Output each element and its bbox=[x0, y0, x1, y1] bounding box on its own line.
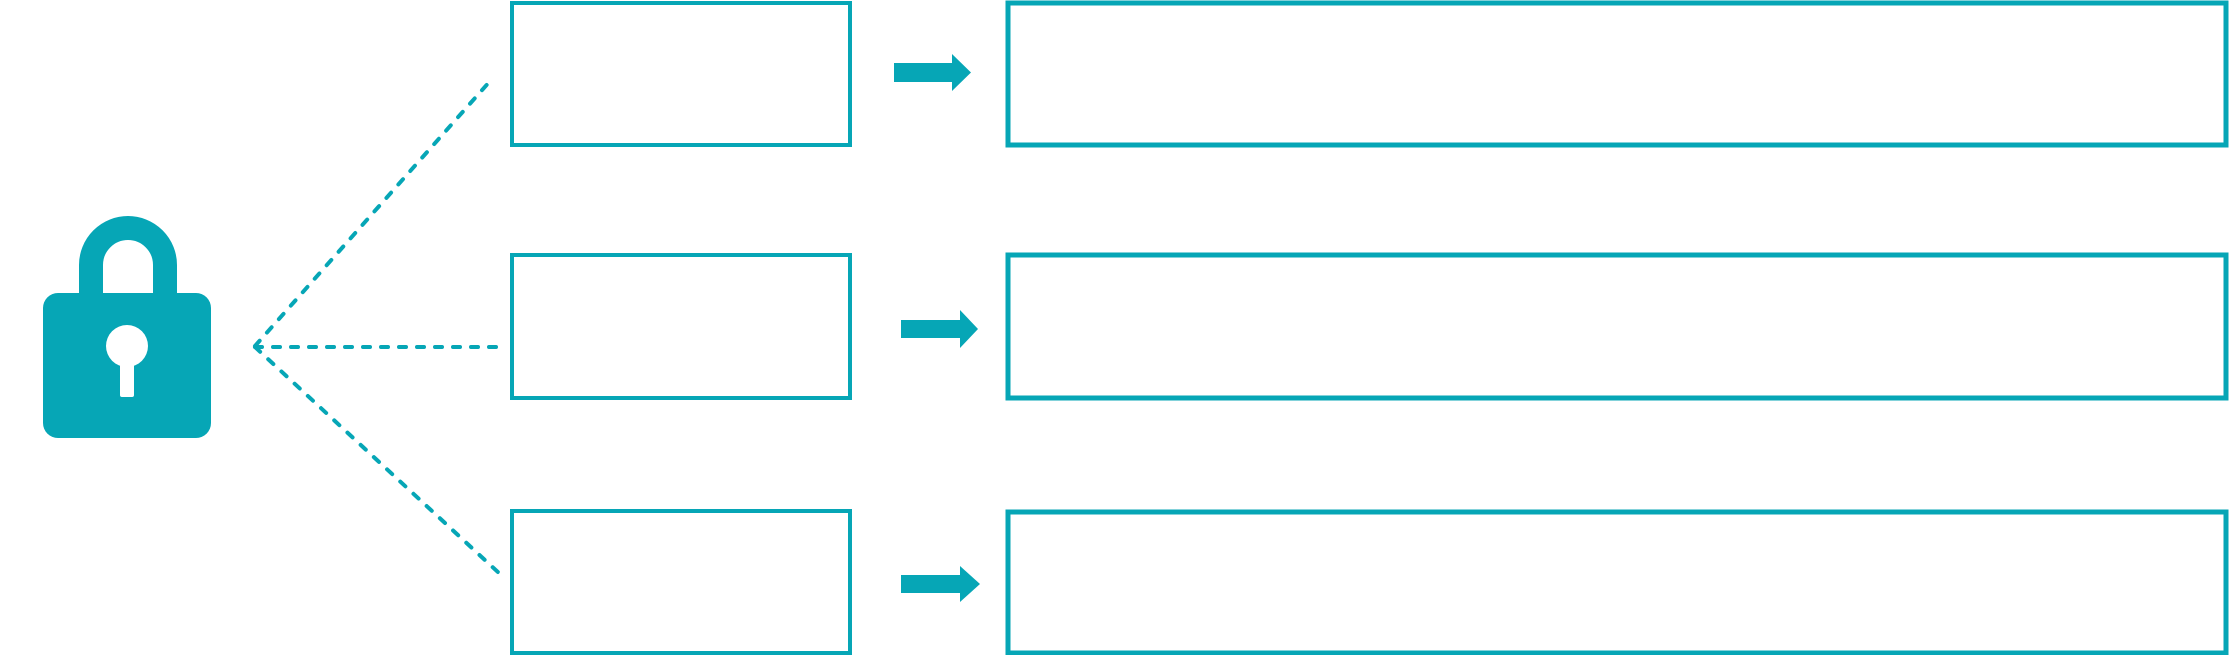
dotted-connector-line-bottom bbox=[253, 345, 502, 576]
diagram-row-2 bbox=[510, 252, 2229, 401]
arrow-right-icon bbox=[901, 310, 978, 348]
lock-shackle bbox=[79, 216, 177, 310]
row-3-detail-box bbox=[1005, 509, 2229, 655]
dotted-connector-line-top bbox=[253, 78, 493, 348]
row-2-box bbox=[510, 253, 852, 400]
row-1-box bbox=[510, 1, 852, 147]
diagram-row-1 bbox=[510, 0, 2229, 148]
connector-lines bbox=[253, 78, 504, 576]
row-1-detail-box bbox=[1005, 0, 2229, 148]
lock-icon bbox=[43, 216, 211, 438]
diagram-row-3 bbox=[510, 509, 2229, 655]
arrow-right-icon bbox=[901, 566, 980, 602]
row-2-detail-box bbox=[1005, 252, 2229, 401]
lock-keyhole-stem bbox=[120, 346, 134, 397]
arrow-right-icon bbox=[894, 54, 971, 91]
row-3-box bbox=[510, 509, 852, 655]
